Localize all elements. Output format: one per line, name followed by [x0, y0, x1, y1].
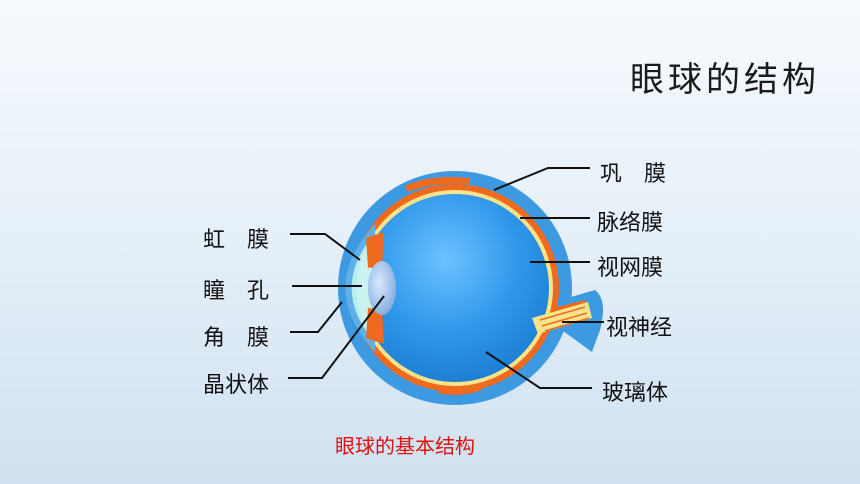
- leader-vitreous: [485, 351, 592, 389]
- label-vitreous: 玻璃体: [602, 381, 669, 406]
- leader-sclera: [493, 167, 590, 191]
- iris-shape-lower: [366, 308, 384, 344]
- leader-cornea: [290, 301, 343, 333]
- leader-lens: [288, 295, 385, 379]
- extraocular-muscle-top: [405, 177, 470, 192]
- lens-shape: [368, 261, 396, 315]
- extraocular-muscle-bottom: [438, 386, 482, 395]
- label-choroid: 脉络膜: [597, 211, 664, 236]
- label-lens: 晶状体: [203, 373, 270, 398]
- label-pupil: 瞳 孔: [203, 279, 270, 304]
- leader-iris: [290, 233, 361, 261]
- diagram-caption: 眼球的基本结构: [335, 434, 475, 458]
- label-sclera: 巩 膜: [600, 162, 667, 187]
- label-iris: 虹 膜: [203, 228, 270, 253]
- label-optic-nerve: 视神经: [606, 316, 673, 341]
- vitreous-body: [361, 194, 549, 382]
- page-title: 眼球的结构: [630, 60, 820, 100]
- label-cornea: 角 膜: [203, 326, 270, 351]
- label-retina: 视网膜: [597, 256, 664, 281]
- leader-lines: [288, 167, 604, 389]
- optic-nerve: [532, 302, 592, 334]
- iris-shape: [366, 232, 384, 268]
